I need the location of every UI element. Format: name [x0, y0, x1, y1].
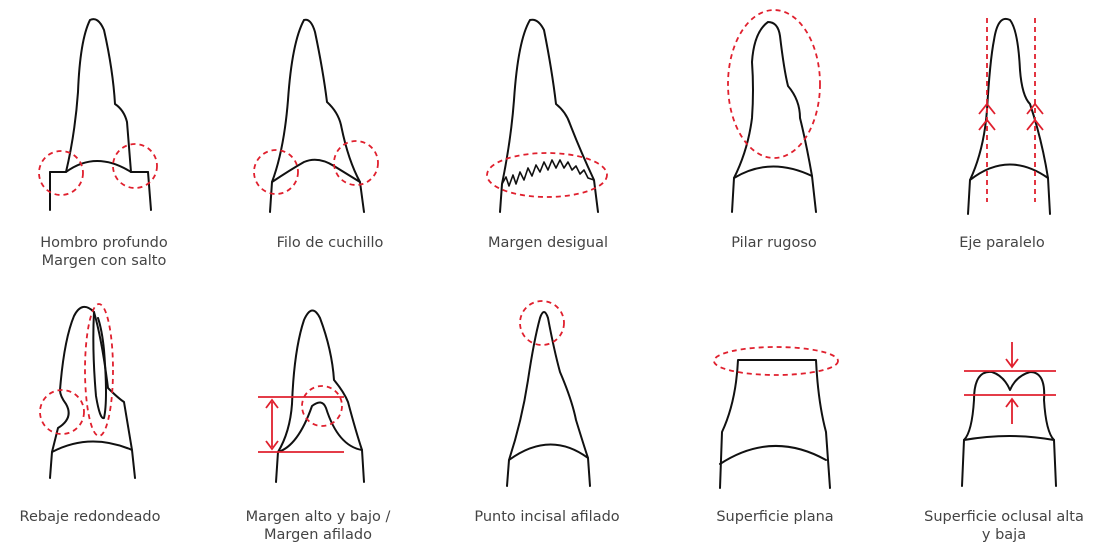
caption-margen-desigual: Margen desigual: [448, 234, 648, 252]
highlight-circle: [519, 300, 565, 346]
jagged-margin: [501, 159, 595, 187]
tooth-outline: [275, 309, 365, 483]
caption-pilar-rugoso: Pilar rugoso: [674, 234, 874, 252]
gum-line: [49, 160, 149, 173]
caption-margen-alto-y-bajo: Margen alto y bajo / Margen afilado: [218, 508, 418, 544]
tooth-outline: [731, 21, 817, 213]
figure-margen-desigual: [486, 18, 608, 213]
tooth-outline: [49, 305, 136, 479]
gum-line: [963, 435, 1055, 441]
tooth-outline: [506, 311, 591, 487]
tooth-outline: [961, 370, 1057, 487]
highlight-ellipse: [713, 346, 839, 376]
direction-chevrons-right: [1026, 102, 1044, 131]
caption-eje-paralelo: Eje paralelo: [902, 234, 1101, 252]
caption-filo-de-cuchillo: Filo de cuchillo: [230, 234, 430, 252]
tooth-outline: [499, 18, 599, 213]
arrow-up: [1005, 397, 1019, 424]
highlight-circle-left: [39, 389, 85, 435]
caption-line: Filo de cuchillo: [276, 235, 384, 251]
caption-line: Margen afilado: [263, 527, 373, 543]
highlight-circle-right: [112, 143, 158, 189]
gum-line: [508, 443, 589, 461]
caption-superficie-oclusal-alta-baja: Superficie oclusal alta y baja: [904, 508, 1101, 544]
caption-line: Margen alto y bajo /: [245, 509, 391, 525]
caption-line: Hombro profundo: [40, 235, 168, 251]
caption-line: Punto incisal afilado: [474, 509, 620, 525]
highlight-circle-right: [333, 140, 379, 186]
tooth-outline: [967, 18, 1051, 215]
highlight-ellipse: [727, 9, 821, 159]
gum-line: [271, 158, 361, 183]
caption-line: Margen con salto: [41, 253, 167, 269]
caption-line: y baja: [981, 527, 1027, 543]
figure-pilar-rugoso: [727, 9, 821, 213]
figure-margen-alto-y-bajo: [258, 309, 365, 483]
caption-hombro-profundo: Hombro profundo Margen con salto: [4, 234, 204, 270]
caption-line: Eje paralelo: [959, 235, 1045, 251]
caption-superficie-plana: Superficie plana: [675, 508, 875, 526]
caption-line: Rebaje redondeado: [19, 509, 161, 525]
highlight-ellipse-vertical: [84, 303, 114, 437]
height-arrow-heads: [265, 398, 279, 451]
figure-eje-paralelo: [967, 18, 1051, 215]
gum-line: [733, 165, 813, 179]
figure-filo-de-cuchillo: [253, 18, 379, 213]
figure-punto-incisal-afilado: [506, 300, 591, 487]
highlight-ellipse: [486, 152, 608, 198]
caption-line: Superficie oclusal alta: [924, 509, 1084, 525]
groove: [92, 311, 107, 420]
figure-superficie-oclusal-alta-baja: [961, 342, 1057, 487]
gum-line: [277, 401, 363, 453]
gum-line: [51, 440, 133, 453]
highlight-circle: [301, 385, 343, 427]
highlight-circle-left: [38, 150, 84, 196]
direction-chevrons-left: [978, 102, 996, 131]
gum-line: [719, 444, 827, 465]
tooth-outline: [719, 359, 831, 489]
caption-line: Margen desigual: [487, 235, 609, 251]
figure-superficie-plana: [713, 346, 839, 489]
tooth-outline: [269, 18, 365, 213]
caption-line: Superficie plana: [716, 509, 834, 525]
highlight-circle-left: [253, 149, 299, 195]
caption-rebaje-redondeado: Rebaje redondeado: [0, 508, 190, 526]
caption-line: Pilar rugoso: [731, 235, 817, 251]
gum-line: [969, 163, 1049, 181]
arrow-down: [1005, 342, 1019, 369]
figure-hombro-profundo: [38, 18, 158, 211]
tooth-outline: [49, 18, 152, 211]
caption-punto-incisal-afilado: Punto incisal afilado: [447, 508, 647, 526]
figure-rebaje-redondeado: [39, 303, 136, 479]
